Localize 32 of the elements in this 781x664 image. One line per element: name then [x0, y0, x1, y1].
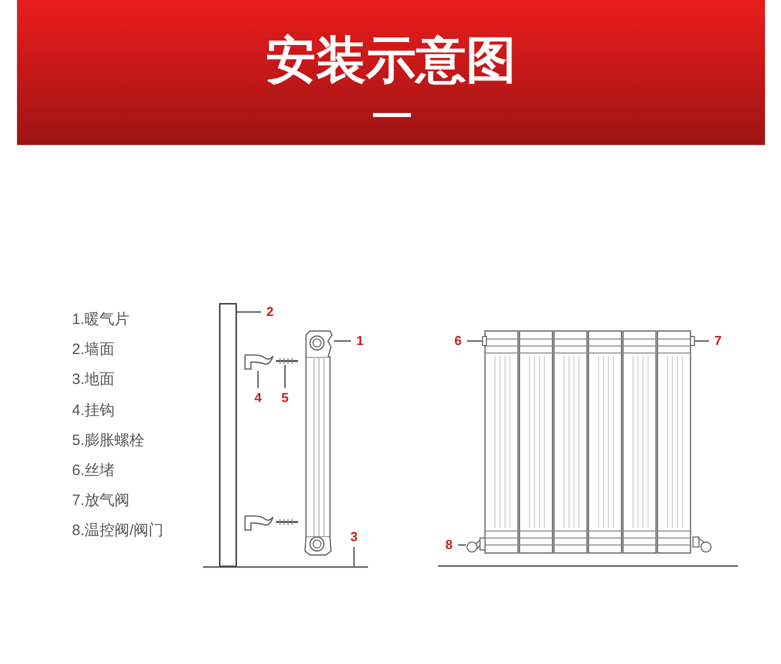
floor-line — [203, 566, 368, 568]
legend-item: 8.温控阀/阀门 — [72, 522, 164, 540]
callout-number: 2 — [263, 304, 277, 320]
leader-line — [458, 544, 466, 546]
leader-line — [334, 340, 351, 342]
leader-line — [237, 311, 261, 313]
wall-drawing — [219, 303, 237, 567]
radiator-side-drawing — [302, 329, 334, 557]
callout-number: 7 — [711, 333, 725, 349]
callout-number: 1 — [353, 333, 367, 349]
legend-item: 3.地面 — [72, 371, 115, 390]
callout-number: 8 — [442, 537, 456, 553]
leader-line — [467, 340, 482, 342]
callout-number: 4 — [251, 390, 265, 406]
legend-item: 4.挂钩 — [72, 402, 115, 420]
callout-number: 5 — [278, 390, 292, 406]
air-vent-icon — [690, 336, 695, 346]
leader-line — [284, 365, 286, 388]
bolt-icon — [275, 357, 299, 365]
legend-item: 5.膨胀螺栓 — [72, 432, 145, 450]
legend-item: 7.放气阀 — [72, 492, 130, 510]
callout-number: 3 — [347, 529, 361, 545]
leader-line — [257, 371, 259, 388]
leader-line — [353, 547, 355, 566]
title: 安装示意图 — [265, 31, 517, 90]
plug-icon — [482, 336, 487, 346]
legend-item: 1.暖气片 — [72, 311, 130, 329]
leader-line — [695, 340, 709, 342]
hook-icon — [243, 352, 275, 371]
legend-item: 2.墙面 — [72, 341, 115, 360]
callout-number: 6 — [451, 333, 465, 349]
legend-item: 6.丝堵 — [72, 462, 115, 480]
